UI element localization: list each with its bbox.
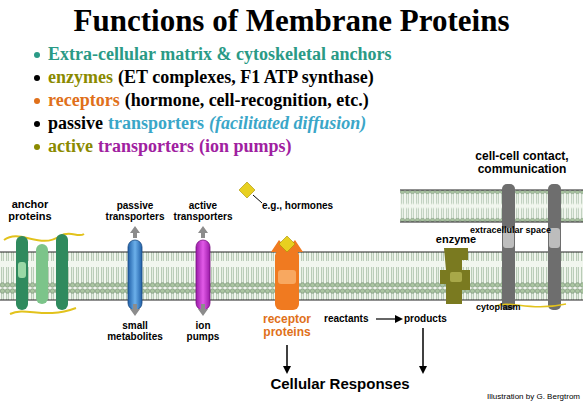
cell-contact-label: cell-cell contact, communication	[462, 150, 582, 176]
receptor-symbol	[271, 236, 303, 310]
space-label: extracellular space	[470, 226, 570, 236]
bullet-text: passive	[48, 113, 103, 134]
title: Functions of Membrane Proteins	[0, 3, 583, 39]
products-label: products	[404, 313, 464, 324]
bullet-line: receptors(hormone, cell-recognition, etc…	[34, 90, 374, 111]
bullet-text: (ET complexes, F1 ATP synthase)	[118, 67, 374, 88]
anchor-label: anchor proteins	[0, 198, 60, 222]
ion-pumps-label: ion pumps	[183, 320, 223, 342]
bullet-text: receptors	[48, 90, 120, 111]
metabolites-label: small metabolites	[103, 320, 167, 342]
bullet-text: enzymes	[48, 67, 113, 88]
hormone-symbol	[239, 182, 262, 203]
bullet-dot	[34, 121, 40, 127]
active-transporter-symbol	[196, 226, 210, 316]
bullet-text: active	[48, 136, 93, 157]
passive-label: passive transporters	[103, 200, 167, 222]
bullet-line: passivetransporters(facilitated diffusio…	[34, 113, 371, 134]
active-label: active transporters	[171, 200, 235, 222]
bullet-dot	[34, 52, 40, 58]
receptor-label: receptor proteins	[252, 313, 322, 339]
bullet-text: transporters	[98, 136, 194, 157]
bullet-text: (hormone, cell-recognition, etc.)	[125, 90, 369, 111]
anchor-protein-symbols	[4, 234, 84, 314]
response-label: Cellular Responses	[240, 376, 440, 393]
bullet-line: enzymes(ET complexes, F1 ATP synthase)	[34, 67, 379, 88]
bullet-text: Extra-cellular matrix & cytoskeletal anc…	[48, 44, 392, 65]
passive-transporter-symbol	[128, 226, 142, 316]
bullet-text: (facilitated diffusion)	[209, 113, 366, 134]
bullet-line: activetransporters(ion pumps)	[34, 136, 297, 157]
cytoplasm-label: cytoplasm	[476, 303, 556, 313]
bullet-line: Extra-cellular matrix & cytoskeletal anc…	[34, 44, 397, 65]
bullet-dot	[34, 98, 40, 104]
bullet-text: transporters	[108, 113, 204, 134]
bullet-text: (ion pumps)	[199, 136, 292, 157]
credit-label: Illustration by G. Bergtrom	[440, 393, 580, 402]
enzyme-symbol	[440, 248, 470, 304]
bullet-dot	[34, 75, 40, 81]
reactants-label: reactants	[324, 313, 384, 324]
hormone-label: e.g., hormones	[262, 200, 352, 211]
bullet-dot	[34, 144, 40, 150]
cell-contact-proteins	[496, 184, 566, 310]
